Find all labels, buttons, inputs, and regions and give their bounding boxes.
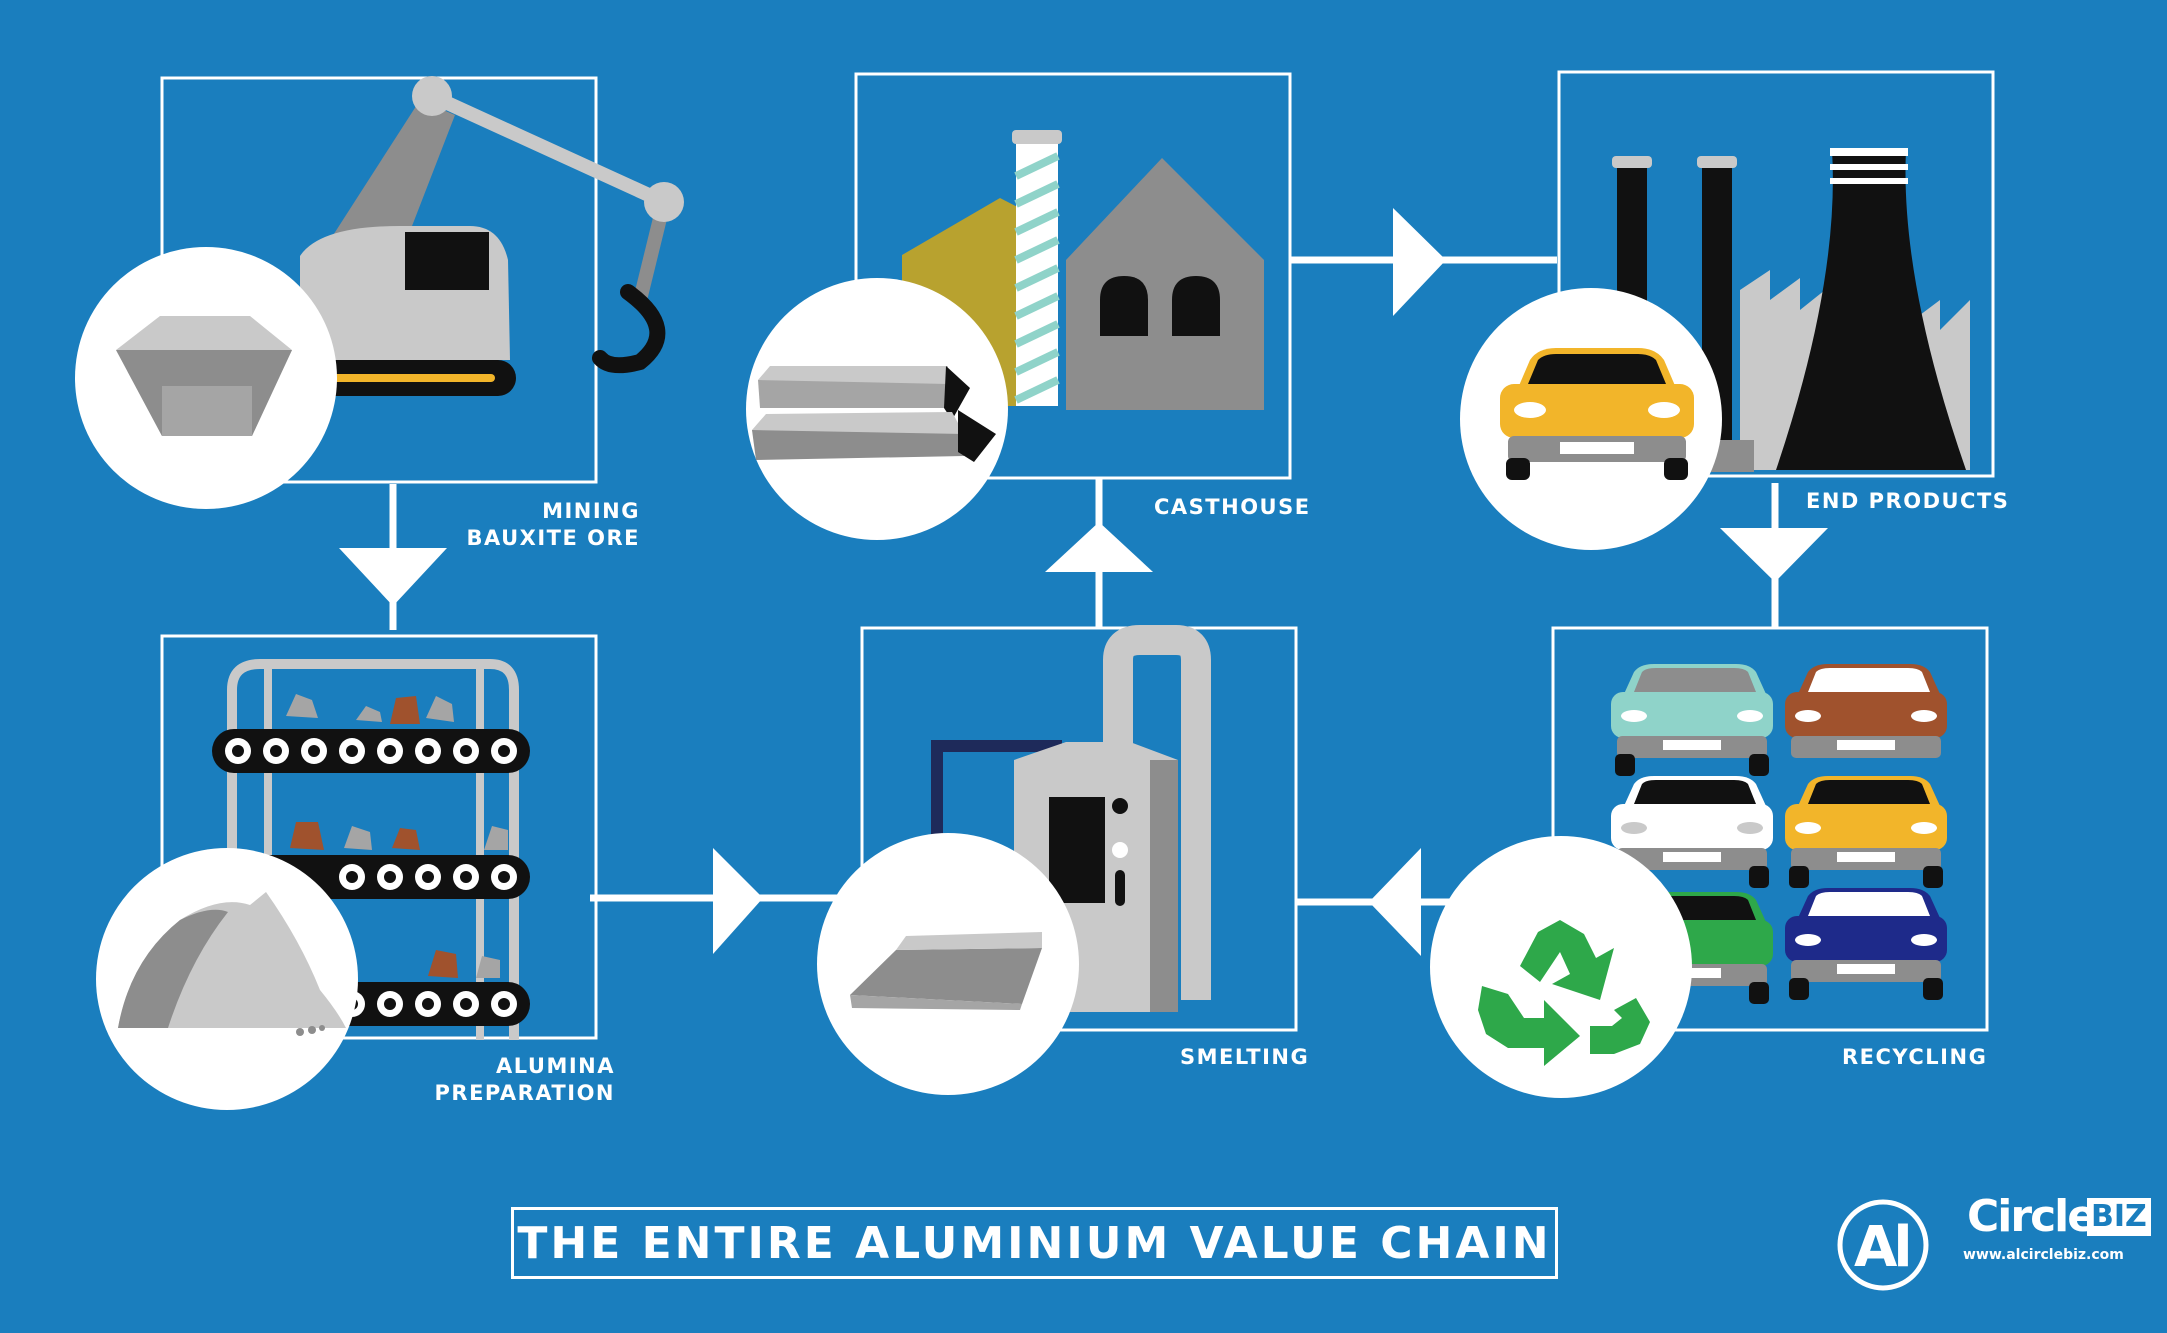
logo-url: www.alcirclebiz.com <box>1963 1247 2124 1263</box>
logo-al-text: Al <box>1854 1215 1913 1280</box>
diagram-title: THE ENTIRE ALUMINIUM VALUE CHAIN <box>511 1207 1558 1279</box>
label-mining-line2: BAUXITE ORE <box>466 526 640 550</box>
excavator-icon <box>300 76 684 396</box>
label-mining-line1: MINING <box>542 499 640 523</box>
label-alumina-line2: PREPARATION <box>434 1081 615 1105</box>
label-recycling-line1: RECYCLING <box>1842 1045 1988 1069</box>
logo-biz-badge: BIZ <box>2087 1198 2151 1236</box>
aluminium-bars-icon <box>746 278 1008 540</box>
flow-connectors <box>339 208 1828 956</box>
label-end-products-line1: END PRODUCTS <box>1806 489 2010 513</box>
ingot-icon <box>817 833 1079 1095</box>
label-casthouse-line1: CASTHOUSE <box>1154 495 1311 519</box>
alcircle-logo-mark <box>1837 1199 1929 1291</box>
label-end-products: END PRODUCTS <box>1806 488 2086 515</box>
logo-circle-text: Circle <box>1967 1191 2097 1242</box>
label-smelting-line1: SMELTING <box>1180 1045 1310 1069</box>
bauxite-ore-icon <box>75 247 337 509</box>
alumina-powder-icon <box>96 848 358 1110</box>
label-casthouse: CASTHOUSE <box>1154 494 1374 521</box>
stage-boxes <box>160 70 1995 1040</box>
label-mining: MINING BAUXITE ORE <box>420 498 640 552</box>
label-smelting: SMELTING <box>1180 1044 1400 1071</box>
label-alumina: ALUMINA PREPARATION <box>380 1053 615 1107</box>
power-plant-icon <box>1612 148 1970 472</box>
label-recycling: RECYCLING <box>1842 1044 2062 1071</box>
recycle-icon <box>1430 836 1692 1098</box>
yellow-car-icon <box>1460 288 1722 550</box>
label-alumina-line1: ALUMINA <box>496 1054 615 1078</box>
